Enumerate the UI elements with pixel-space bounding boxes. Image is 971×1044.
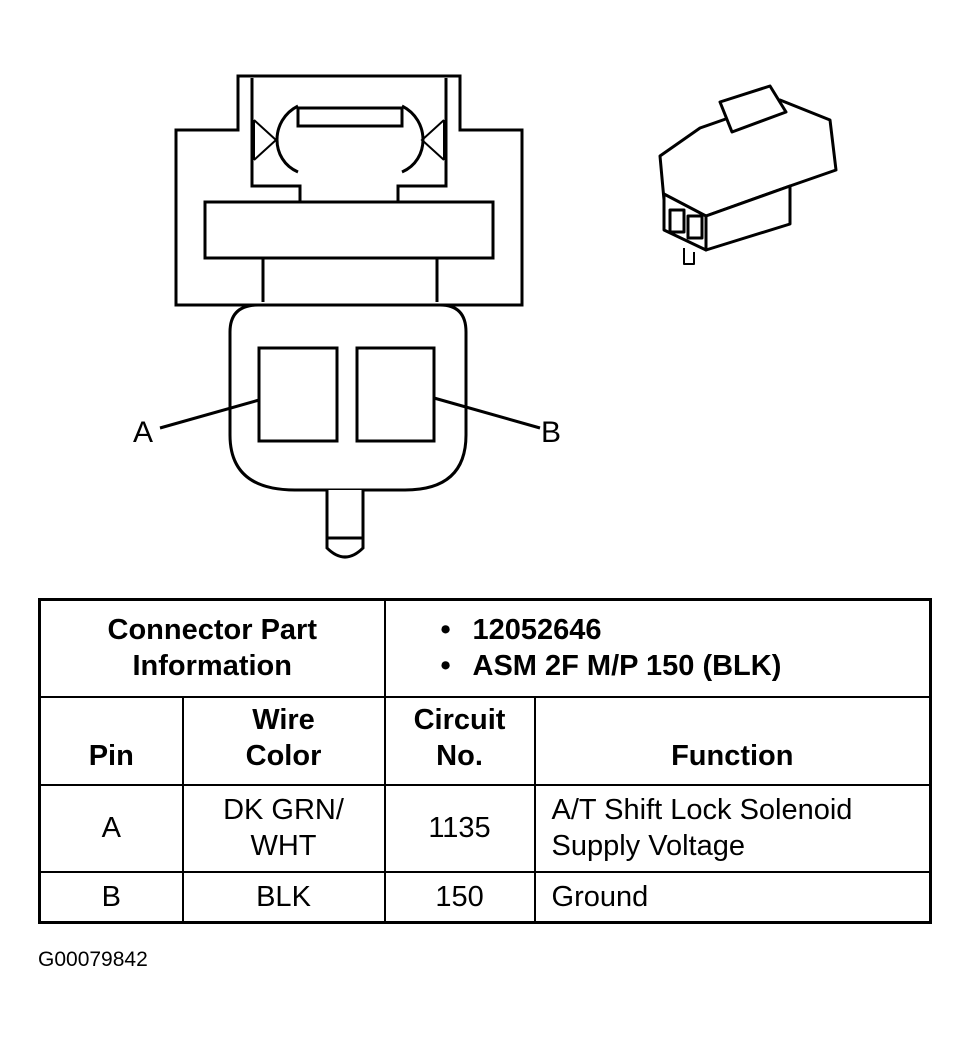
pin-a-leader-line <box>159 398 260 430</box>
connector-inner-ledge <box>203 200 495 260</box>
figure-id: G00079842 <box>38 948 148 971</box>
pin-b-label: B <box>541 416 562 449</box>
pin-a-cavity <box>257 346 339 443</box>
table-row: A DK GRN/ WHT 1135 A/T Shift Lock Soleno… <box>38 783 932 873</box>
row-b-function: Ground <box>533 870 932 924</box>
locking-tab-left <box>250 78 302 202</box>
header-wire-color: Wire Color <box>181 695 386 786</box>
row-b-circuit: 150 <box>383 870 536 924</box>
connector-info-table: Connector Part Information 12052646 ASM … <box>38 598 933 924</box>
part-info-label-cell: Connector Part Information <box>38 598 386 698</box>
row-a-circuit: 1135 <box>383 783 536 873</box>
locking-tab-right <box>396 78 448 202</box>
header-wire-color-line: Wire <box>252 703 315 736</box>
connector-face-view <box>159 74 541 559</box>
iso-tab <box>683 248 695 265</box>
connector-diagram <box>159 74 838 559</box>
header-circuit-line: Circuit <box>413 703 506 736</box>
pin-a-label: A <box>133 416 154 449</box>
iso-connector-side <box>704 184 792 252</box>
iso-cavity-1 <box>668 208 686 234</box>
row-a-pin: A <box>38 783 184 873</box>
row-a-function-line: A/T Shift Lock Solenoid <box>551 794 853 826</box>
header-function: Function <box>533 695 932 786</box>
header-circuit-no: Circuit No. <box>383 695 536 786</box>
row-a-wire-color-line: DK GRN/ <box>223 794 344 826</box>
table-row: B BLK 150 Ground <box>38 870 932 924</box>
terminal-body <box>228 303 468 492</box>
latch-hatch-right <box>420 119 445 161</box>
polarizing-key <box>325 490 365 559</box>
connector-outer-housing <box>174 74 524 307</box>
row-a-wire-color-line: WHT <box>250 830 317 862</box>
part-description: ASM 2F M/P 150 (BLK) <box>441 648 930 684</box>
part-info-label-line: Connector Part <box>107 614 317 647</box>
row-b-pin: B <box>38 870 184 924</box>
header-wire-color-line: Color <box>245 739 322 772</box>
connector-isometric-view <box>658 84 838 265</box>
row-a-wire-color: DK GRN/ WHT <box>181 783 386 873</box>
row-a-function: A/T Shift Lock Solenoid Supply Voltage <box>533 783 932 873</box>
header-pin: Pin <box>38 695 184 786</box>
part-info-values-cell: 12052646 ASM 2F M/P 150 (BLK) <box>383 598 932 698</box>
locking-bridge <box>296 106 404 128</box>
part-info-row: Connector Part Information 12052646 ASM … <box>38 598 932 698</box>
part-info-label-line: Information <box>132 650 293 683</box>
pin-b-leader-line <box>433 396 541 430</box>
iso-latch-block <box>718 84 788 134</box>
latch-hatch-left <box>253 119 278 161</box>
part-number: 12052646 <box>441 612 930 648</box>
row-b-wire-color: BLK <box>181 870 386 924</box>
header-row: Pin Wire Color Circuit No. Function <box>38 695 932 786</box>
header-circuit-line: No. <box>436 739 483 772</box>
iso-cavity-2 <box>686 214 704 240</box>
pin-b-cavity <box>355 346 436 443</box>
row-a-function-line: Supply Voltage <box>551 830 745 862</box>
